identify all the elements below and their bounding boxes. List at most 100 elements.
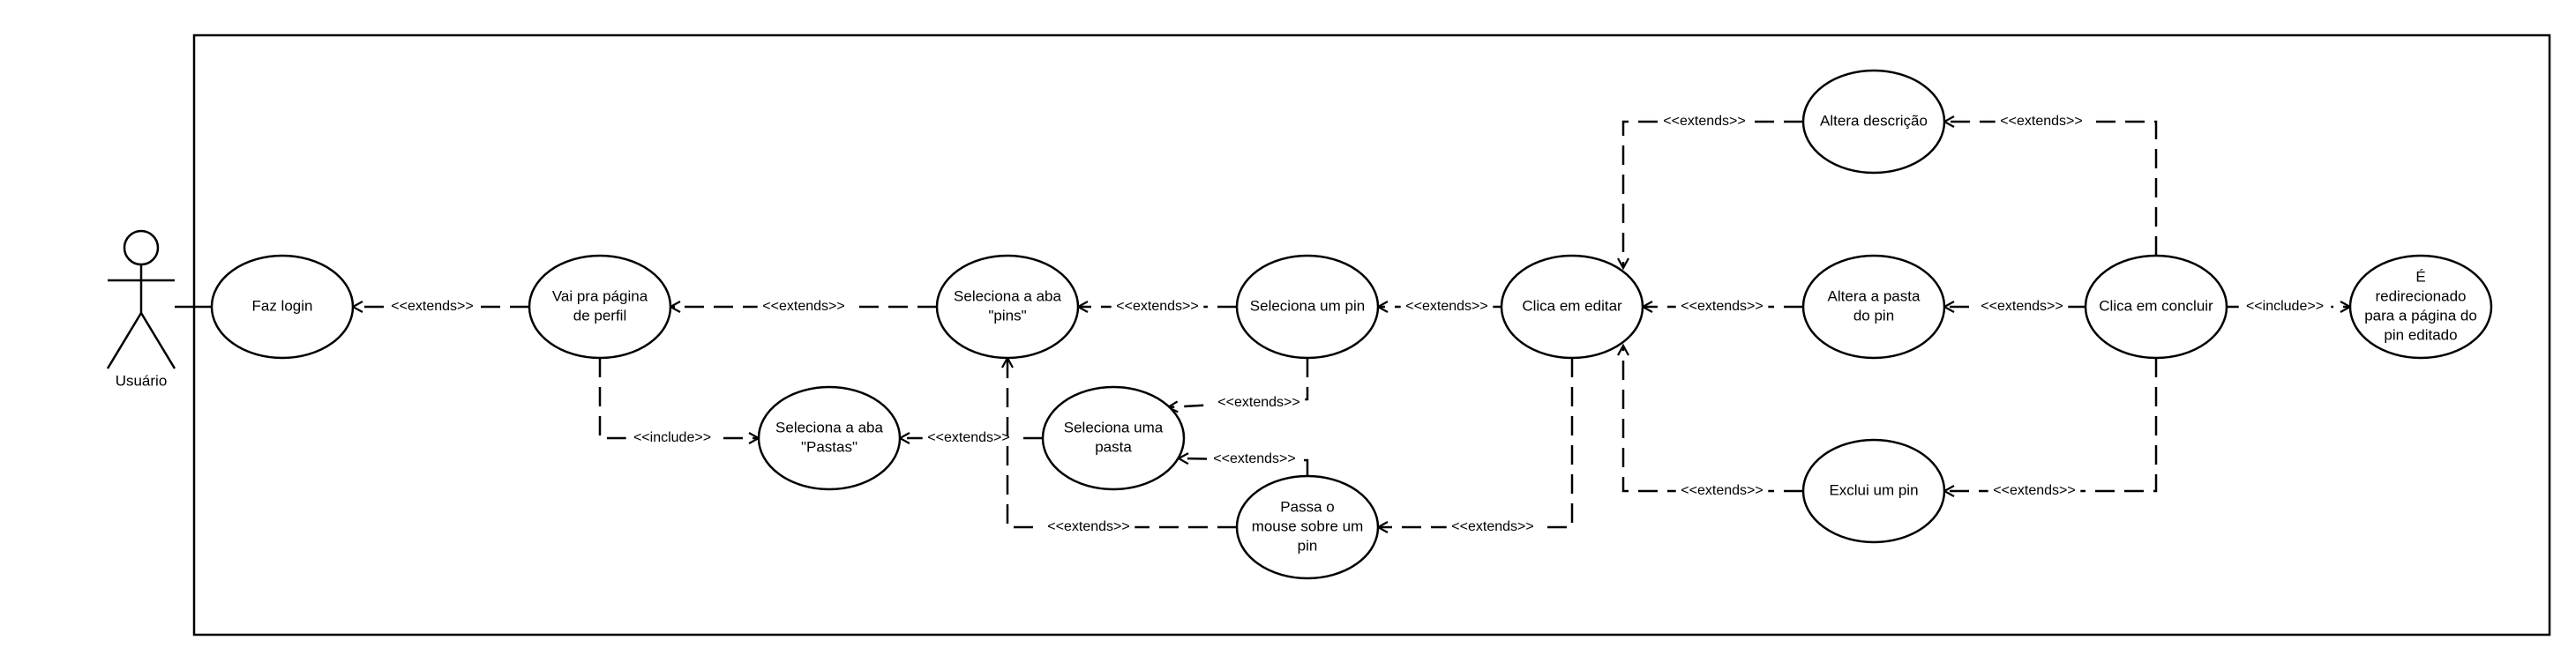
relation-pins-perfil: <<extends>> xyxy=(670,297,937,316)
relation-label-background xyxy=(1111,297,1204,316)
use-case-login: Faz login xyxy=(210,254,355,360)
relation-label: <<extends>> xyxy=(1213,451,1295,466)
relation-label: <<extends>> xyxy=(762,299,844,314)
use-case-editar: Clica em editar xyxy=(1500,254,1644,360)
relation-line xyxy=(1378,358,1574,527)
relation-pasta-pastas: <<extends>> xyxy=(900,428,1043,448)
use-case-concluir: Clica em concluir xyxy=(2084,254,2228,360)
relation-concluir-redir: <<include>> xyxy=(2227,297,2350,316)
use-case-ellipse xyxy=(935,254,1080,360)
relation-label-background xyxy=(1675,297,1769,316)
relation-concluir-altpasta: <<extends>> xyxy=(1944,297,2086,316)
relation-label-background xyxy=(757,297,850,316)
relation-label-background xyxy=(625,428,719,448)
relation-mouse-pasta: <<extends>> xyxy=(1179,450,1309,476)
use-case-label-line: pin editado xyxy=(2384,326,2457,343)
relation-line xyxy=(598,358,759,438)
use-case-ellipse xyxy=(1801,254,1946,360)
relation-label: <<extends>> xyxy=(1451,519,1533,534)
relation-label: <<extends>> xyxy=(927,430,1009,445)
use-case-label-line: Clica em editar xyxy=(1522,297,1622,314)
relation-exclui-editar: <<extends>> xyxy=(1623,346,1803,501)
relation-label: <<extends>> xyxy=(391,299,473,314)
use-case-label-line: Seleciona uma xyxy=(1064,419,1164,436)
use-case-ellipse xyxy=(2348,254,2493,360)
relation-label-background xyxy=(1658,112,1751,131)
use-case-ellipse xyxy=(2084,254,2228,360)
relation-label: <<include>> xyxy=(2246,299,2324,314)
relation-label-background xyxy=(1675,481,1769,501)
use-case-label-line: Passa o xyxy=(1280,498,1334,515)
relation-line xyxy=(1623,120,1803,268)
use-case-pastas: Seleciona a aba "Pastas" xyxy=(757,385,902,491)
relation-label-background xyxy=(2238,297,2332,316)
use-case-label-line: pin xyxy=(1298,537,1318,554)
relations-layer: <<extends>> <<include>> <<extends>> <<exten… xyxy=(353,112,2350,537)
use-case-label-line: Altera a pasta xyxy=(1828,287,1921,304)
relation-label-background xyxy=(1446,517,1539,537)
relation-label-background xyxy=(1995,112,2088,131)
use-case-label-line: de perfil xyxy=(573,307,626,324)
use-case-label-line: "Pastas" xyxy=(801,438,857,455)
relation-pin-pins: <<extends>> xyxy=(1078,297,1237,316)
use-case-pasta: Seleciona uma pasta xyxy=(1041,385,1186,491)
use-case-label-line: pasta xyxy=(1095,438,1132,455)
relation-label: <<extends>> xyxy=(1047,519,1129,534)
use-case-ellipse xyxy=(1235,474,1380,580)
relation-label-background xyxy=(1400,297,1494,316)
relation-concluir-exclui: <<extends>> xyxy=(1944,358,2158,501)
relation-label-background xyxy=(1212,393,1306,413)
use-case-ellipse xyxy=(1041,385,1186,491)
relation-editar-pin: <<extends>> xyxy=(1378,297,1501,316)
relation-label: <<extends>> xyxy=(1681,483,1763,498)
relation-label: <<extends>> xyxy=(1993,483,2075,498)
use-case-label-line: Altera descrição xyxy=(1820,112,1928,129)
relation-concluir-descricao: <<extends>> xyxy=(1944,112,2158,256)
use-case-label-line: do pin xyxy=(1853,307,1894,324)
relation-label: <<extends>> xyxy=(1681,299,1763,314)
use-case-ellipse xyxy=(1500,254,1644,360)
relation-label-background xyxy=(386,297,479,316)
use-case-label-line: Seleciona a aba xyxy=(954,287,1061,304)
relation-line xyxy=(1007,358,1237,529)
relation-mouse-pins: <<extends>> xyxy=(1007,358,1237,537)
use-case-label-line: redirecionado xyxy=(2375,287,2466,304)
relation-altpasta-editar: <<extends>> xyxy=(1643,297,1803,316)
use-case-label-line: É xyxy=(2415,268,2425,285)
relation-label: <<extends>> xyxy=(1116,299,1198,314)
use-case-pins: Seleciona a aba"pins" xyxy=(935,254,1080,360)
use-case-label-line: Seleciona a aba xyxy=(775,419,883,436)
use-case-ellipse xyxy=(528,254,672,360)
use-case-ellipse xyxy=(1801,438,1946,544)
relation-label: <<extends>> xyxy=(1217,395,1299,410)
actor-label: Usuário xyxy=(116,372,168,389)
relation-descricao-editar: <<extends>> xyxy=(1623,112,1803,268)
use-case-label-line: Clica em concluir xyxy=(2099,297,2213,314)
actor-leg-left xyxy=(106,312,143,369)
relation-label: <<extends>> xyxy=(1405,299,1487,314)
use-case-label-line: para a página do xyxy=(2364,307,2477,324)
use-case-ellipse xyxy=(1801,69,1946,175)
relation-label-background xyxy=(1988,481,2081,501)
relation-perfil-login: <<extends>> xyxy=(353,297,529,316)
use-case-ellipse xyxy=(210,254,355,360)
relation-perfil-pastas: <<include>> xyxy=(598,358,759,448)
use-case-label-line: Seleciona um pin xyxy=(1250,297,1365,314)
use-case-label-line: Exclui um pin xyxy=(1829,481,1918,498)
system-boundary xyxy=(192,34,2551,636)
use-case-label-line: Vai pra página xyxy=(552,287,648,304)
relation-label-background xyxy=(922,428,1015,448)
use-case-ellipse xyxy=(1235,254,1380,360)
relation-line xyxy=(1944,122,2158,256)
use-case-altpasta: Altera a pasta do pin xyxy=(1801,254,1946,360)
relation-label-background xyxy=(1975,297,2069,316)
use-case-exclui: Exclui um pin xyxy=(1801,438,1946,544)
use-case-ellipse xyxy=(757,385,902,491)
relation-label: <<include>> xyxy=(633,430,711,445)
relation-label-background xyxy=(1208,450,1301,469)
actor-leg-right xyxy=(139,312,176,369)
